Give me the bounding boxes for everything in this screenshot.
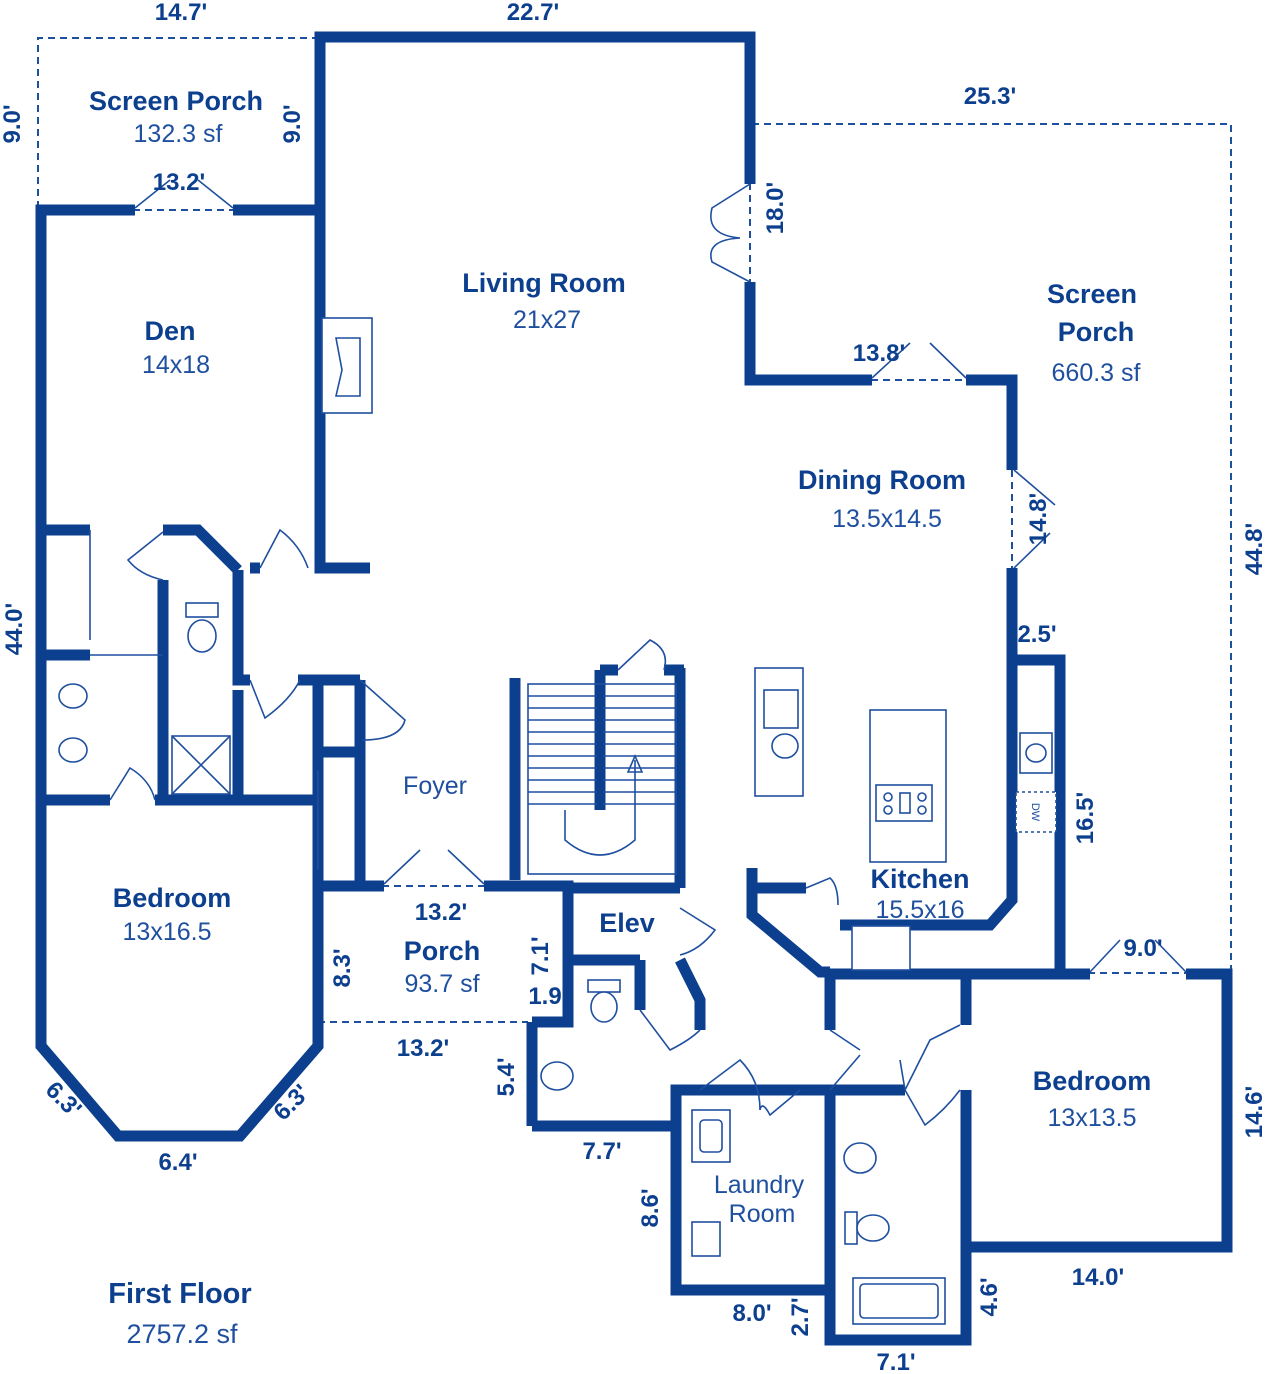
dim-bath-bottom-width: 7.1' bbox=[876, 1349, 915, 1374]
staircase-icon bbox=[527, 683, 677, 875]
dim-porch-right-depth: 7.1' bbox=[527, 936, 554, 975]
dim-porch-left-depth: 8.3' bbox=[329, 948, 356, 987]
kitchen-sink-icon bbox=[754, 667, 804, 797]
den-size: 14x18 bbox=[142, 351, 210, 379]
kitchen-size: 15.5x16 bbox=[876, 896, 965, 924]
dim-bath-offset: 1.9 bbox=[528, 983, 561, 1010]
walls bbox=[35, 31, 1233, 1346]
laundry-name-1: Laundry bbox=[714, 1171, 805, 1199]
toilet-icon bbox=[844, 1211, 890, 1245]
dim-foyer-porch-width: 13.2' bbox=[415, 899, 467, 926]
dim-dining-side-height: 14.8' bbox=[1025, 493, 1052, 545]
dim-bath-width: 7.7' bbox=[582, 1138, 621, 1165]
den-name: Den bbox=[144, 316, 195, 346]
screen-porch-small-name: Screen Porch bbox=[89, 86, 263, 116]
dim-dining-door-width: 13.8' bbox=[853, 340, 905, 367]
washer-icon bbox=[691, 1109, 731, 1163]
dim-large-porch-width: 25.3' bbox=[964, 83, 1016, 110]
dim-top-left-width: 14.7' bbox=[155, 0, 207, 26]
dim-bedroom-right-width: 14.0' bbox=[1072, 1264, 1124, 1291]
bedroom-right-name: Bedroom bbox=[1033, 1066, 1152, 1096]
dim-large-porch-height: 44.8' bbox=[1241, 523, 1265, 575]
screen-porch-small-size: 132.3 sf bbox=[134, 120, 223, 148]
dining-room-name: Dining Room bbox=[798, 465, 966, 495]
bathtub-icon bbox=[852, 1277, 946, 1325]
counter-sink-icon bbox=[1019, 732, 1053, 774]
sink-icon bbox=[843, 1142, 877, 1174]
laundry-name-2: Room bbox=[729, 1200, 796, 1228]
dim-laundry-width: 8.0' bbox=[732, 1300, 771, 1327]
dim-porch-bottom-width: 13.2' bbox=[397, 1035, 449, 1062]
room-labels: Screen Porch 132.3 sf Living Room 21x27 … bbox=[89, 86, 1151, 1349]
bedroom-left-size: 13x16.5 bbox=[123, 918, 212, 946]
dim-bedroom-bottom-width: 6.4' bbox=[158, 1149, 197, 1176]
dim-laundry-height: 8.6' bbox=[637, 1188, 664, 1227]
screen-porch-large-name-1: Screen bbox=[1047, 279, 1137, 309]
living-room-size: 21x27 bbox=[513, 306, 581, 334]
dim-jog-width: 2.5' bbox=[1017, 621, 1056, 648]
dim-porch-right-height: 9.0' bbox=[279, 104, 306, 143]
dim-left-height: 44.0' bbox=[1, 603, 28, 655]
foyer-name: Foyer bbox=[403, 772, 467, 800]
kitchen-name: Kitchen bbox=[870, 864, 969, 894]
range-icon bbox=[851, 925, 911, 971]
screen-porch-large-size: 660.3 sf bbox=[1052, 359, 1141, 387]
porch-name: Porch bbox=[404, 936, 481, 966]
dishwasher-icon: DW bbox=[1015, 791, 1057, 833]
fireplace-icon bbox=[321, 317, 373, 414]
screen-porch-large-name-2: Porch bbox=[1058, 317, 1135, 347]
dim-living-door-height: 18.0' bbox=[762, 182, 789, 234]
dim-bedroom-right-door-width: 9.0' bbox=[1123, 935, 1162, 962]
dishwasher-label: DW bbox=[1029, 803, 1041, 822]
dim-bedroom-right-height: 14.6' bbox=[1241, 1086, 1265, 1138]
dim-porch-bottom-width: 13.2' bbox=[153, 169, 205, 196]
sink-icon bbox=[540, 1061, 574, 1091]
toilet-icon bbox=[185, 602, 219, 653]
toilet-icon bbox=[587, 979, 621, 1023]
porch-outlines bbox=[37, 37, 1232, 1023]
fixtures: DW bbox=[58, 317, 1057, 1325]
door-swings bbox=[109, 179, 1187, 1127]
dim-angle-right: 6.3' bbox=[268, 1079, 315, 1126]
elevator-name: Elev bbox=[599, 908, 655, 938]
dim-kitchen-height: 16.5' bbox=[1072, 792, 1099, 844]
bedroom-right-size: 13x13.5 bbox=[1048, 1104, 1137, 1132]
floor-area: 2757.2 sf bbox=[126, 1319, 238, 1349]
floor-name: First Floor bbox=[108, 1278, 251, 1310]
dim-bath-height: 5.4' bbox=[493, 1057, 520, 1096]
dining-room-size: 13.5x14.5 bbox=[832, 505, 942, 533]
dim-bath-right-offset: 4.6' bbox=[976, 1277, 1003, 1316]
porch-size: 93.7 sf bbox=[404, 970, 479, 998]
utility-sink-icon bbox=[691, 1221, 721, 1257]
dim-laundry-offset: 2.7' bbox=[787, 1297, 814, 1336]
bedroom-left-name: Bedroom bbox=[113, 883, 232, 913]
shower-icon bbox=[171, 735, 231, 795]
living-room-name: Living Room bbox=[462, 268, 626, 298]
dim-porch-left-height: 9.0' bbox=[0, 104, 26, 143]
dim-top-width: 22.7' bbox=[507, 0, 559, 26]
sink-icon bbox=[58, 683, 88, 763]
kitchen-island-icon bbox=[869, 709, 947, 863]
